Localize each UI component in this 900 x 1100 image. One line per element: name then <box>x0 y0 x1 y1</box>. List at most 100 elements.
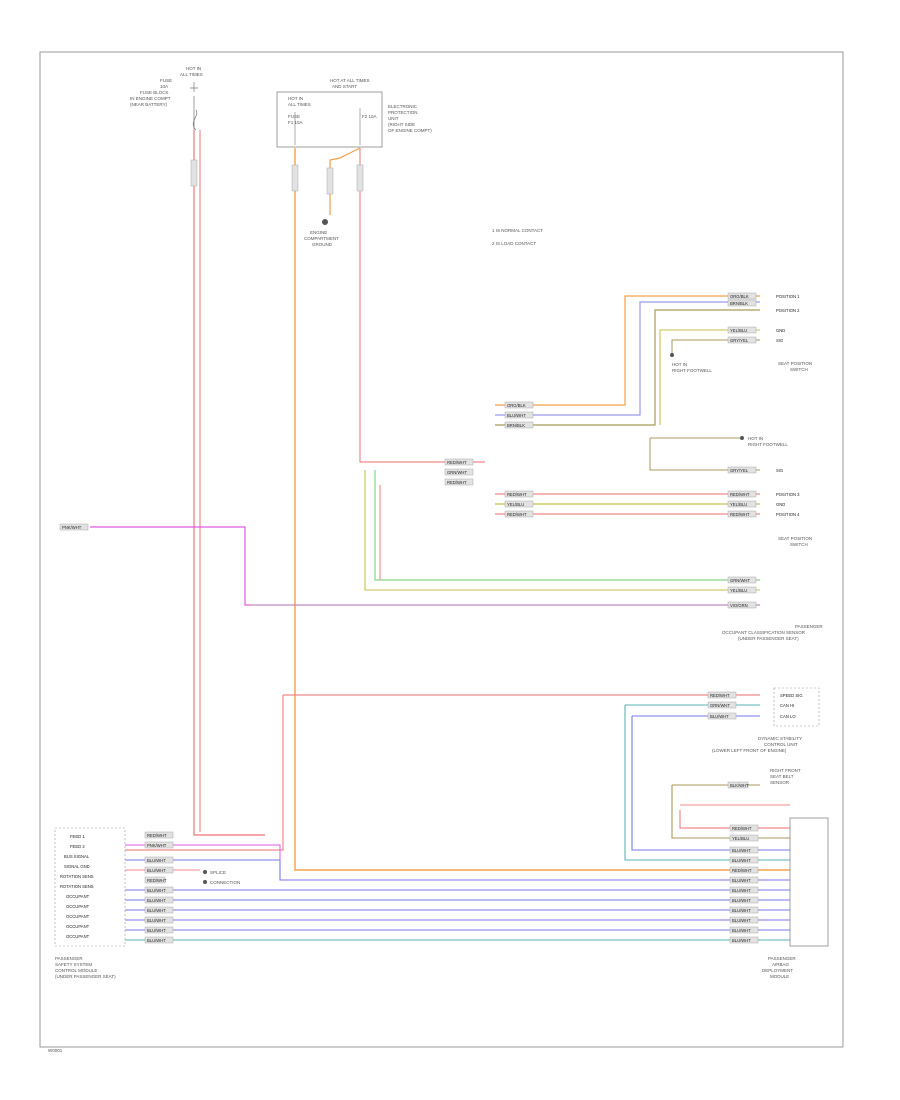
fuse-box-desc-l5: OF ENGINE COMPT) <box>388 128 432 133</box>
ground-icon <box>322 219 328 225</box>
wire-tag-box <box>504 411 534 419</box>
wire-blue-bus-1 <box>125 859 790 881</box>
fuse-box-desc-l1: ELECTRONIC <box>388 104 418 109</box>
dynamic-module-l2: CONTROL UNIT <box>764 742 798 747</box>
wire-blue-seat <box>495 301 760 416</box>
wire-tag-box <box>727 601 757 609</box>
wire-tag-box <box>504 510 534 518</box>
ground-desc-l1: ENGINE <box>310 230 327 235</box>
right-module-l4: MODULE <box>770 974 789 979</box>
occupant-sensor: PASSENGER OCCUPANT CLASSIFICATION SENSOR… <box>722 624 823 641</box>
dyn-pin-3: CAN LO <box>780 714 796 719</box>
fuse-box-left-l1: HOT IN <box>288 96 303 101</box>
top-left-fuse-l1: HOT IN <box>186 66 201 71</box>
wire-tag: YEL/BLU <box>730 588 747 593</box>
wire-tag: BRN/BLK <box>507 423 525 428</box>
wire-tag: RED/WHT <box>730 492 750 497</box>
wire-tag: GRY/YEL <box>730 468 749 473</box>
wire-tag-box <box>144 866 174 874</box>
left-module-l4: (UNDER PASSENGER SEAT) <box>55 974 116 979</box>
wire-olive-b <box>649 438 760 471</box>
right-mod-hdr-l3: SENSOR <box>770 780 790 785</box>
wire-tag-box <box>727 326 757 334</box>
wire-tag-box <box>727 781 749 789</box>
wire-orange-seat <box>495 295 760 406</box>
wire-yellow-seat <box>659 329 760 425</box>
occupant-sensor-l2: OCCUPANT CLASSIFICATION SENSOR <box>722 630 806 635</box>
wire-tag: BLU/WHT <box>732 888 751 893</box>
top-left-fuse-l2: ALL TIMES <box>180 72 203 77</box>
wire-tag-box <box>727 576 757 584</box>
wire-tag: RED/WHT <box>732 826 752 831</box>
wire-tag-box <box>356 164 364 192</box>
wire-tag-box <box>729 866 759 874</box>
fuse-box-right-l2: AND START <box>332 84 357 89</box>
wire-tag-box <box>444 468 474 476</box>
top-left-fuse-l6: IN ENGINE COMPT <box>130 96 171 101</box>
ground-icon <box>670 353 674 357</box>
left-module-l1: PASSENGER <box>55 956 83 961</box>
wire-tag-box <box>326 167 334 195</box>
wire-magenta <box>90 526 760 606</box>
left-pin-10: OCCUPANT <box>66 924 90 929</box>
right-footwell-b: HOT IN RIGHT FOOTWELL <box>740 436 788 447</box>
page-number: W0001 <box>48 1048 63 1053</box>
fuse-box-right-l3: F2 10A <box>362 114 377 119</box>
right-module-l1: PASSENGER <box>768 956 796 961</box>
wire-tag-box <box>504 421 534 429</box>
wire-tag: BLU/WHT <box>147 928 166 933</box>
fuse-box-desc-l2: PROTECTION <box>388 110 418 115</box>
wire-tag: ORG/BLK <box>730 294 749 299</box>
wire-tag: BLU/WHT <box>732 848 751 853</box>
wire-tag-box <box>727 510 757 518</box>
wire-tag-box <box>729 936 759 944</box>
wire-tag-box <box>729 856 759 864</box>
engine-ground: ENGINE COMPARTMENT GROUND <box>304 219 339 247</box>
top-left-fuse: HOT IN ALL TIMES FUSE 10A FUSE BLOCK IN … <box>130 66 203 131</box>
right-module: PASSENGER AIRBAG DEPLOYMENT MODULE <box>762 817 829 979</box>
seat-top-pin-4: SIG <box>776 338 783 343</box>
wire-tag: BLU/WHT <box>147 898 166 903</box>
wire-tag-box <box>144 916 174 924</box>
wire-tag-box <box>144 886 174 894</box>
wire-orange-ground <box>329 147 361 215</box>
wire-tag-box <box>144 876 166 884</box>
wire-tag: YEL/BLU <box>732 836 749 841</box>
wire-tag-box <box>727 490 757 498</box>
wire-tag: GRN/WHT <box>447 470 467 475</box>
wire-tag: PNK/WHT <box>147 843 167 848</box>
wire-tag-box <box>707 691 737 699</box>
fuse-box: HOT IN ALL TIMES FUSE F1 10A HOT AT ALL … <box>276 78 432 148</box>
legend-item-2: 2 IS LOAD CONTACT <box>492 241 536 246</box>
wire-tag: YEL/BLU <box>730 328 747 333</box>
wire-tag-box <box>729 886 759 894</box>
wire-tag-box <box>444 458 474 466</box>
occupant-sensor-l1: PASSENGER <box>795 624 823 629</box>
wire-tag: BLU/WHT <box>147 888 166 893</box>
splice-icon <box>203 870 207 874</box>
wire-tag-box <box>729 834 759 842</box>
wire-tag-box <box>504 401 534 409</box>
right-panel-b-l2: RIGHT FOOTWELL <box>748 442 788 447</box>
left-pin-8: OCCUPANT <box>66 904 90 909</box>
wire-tag: BLU/WHT <box>147 868 166 873</box>
left-pin-9: OCCUPANT <box>66 914 90 919</box>
left-pin-11: OCCUPANT <box>66 934 90 939</box>
dyn-pin-2: CAN HI <box>780 703 794 708</box>
wire-orange-main <box>294 148 790 871</box>
seat-switch-bottom-l2: SWITCH <box>790 542 808 547</box>
wire-tag-box <box>727 466 757 474</box>
wire-tag: RED/WHT <box>710 693 730 698</box>
wire-green-occ <box>374 470 760 581</box>
top-left-fuse-l4: 10A <box>160 84 168 89</box>
seat-switch-bottom-l1: SEAT POSITION <box>778 536 812 541</box>
seat-top-pin-3: GND <box>776 328 785 333</box>
wire-red-f2 <box>359 148 445 463</box>
dyn-pin-1: SPEED SIG <box>780 693 803 698</box>
fuse-box-outline <box>276 91 383 148</box>
splice-label-l1: SPLICE <box>210 870 226 875</box>
wire-tag-box <box>729 906 759 914</box>
wire-tag-box <box>729 926 759 934</box>
fuse-box-desc-l3: UNIT <box>388 116 399 121</box>
